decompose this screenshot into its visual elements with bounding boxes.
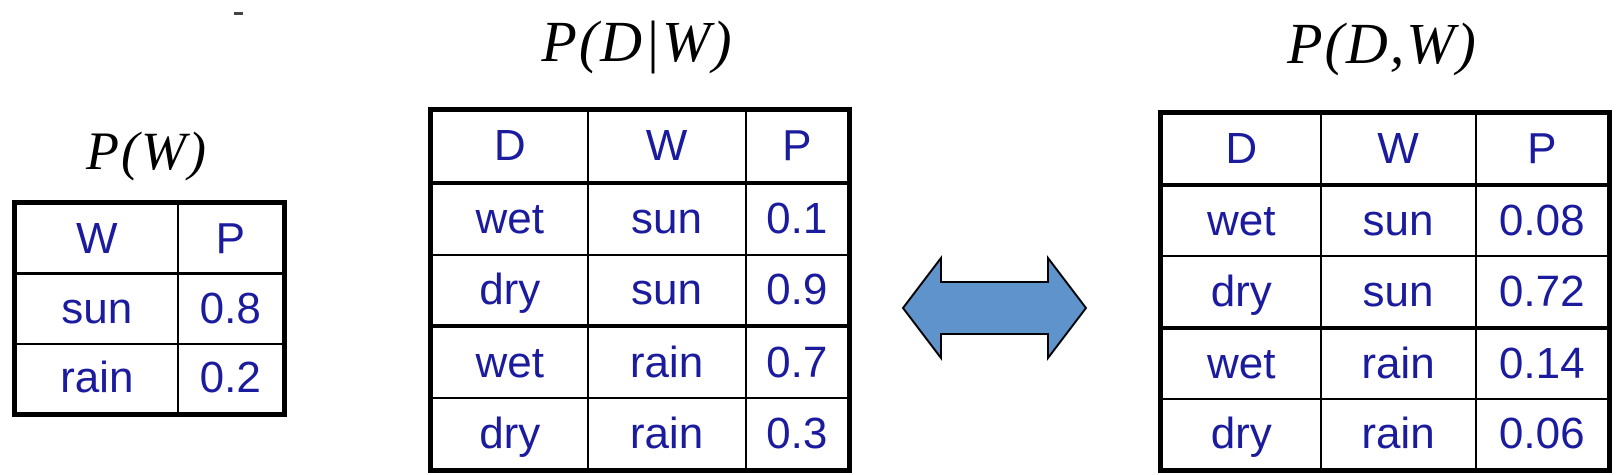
table-row: dry sun 0.9	[429, 254, 851, 328]
table-cell: wet	[429, 181, 589, 256]
dash-mark	[234, 12, 243, 15]
table-cell: 0.8	[176, 272, 286, 345]
table-row: wet sun 0.1	[429, 181, 851, 256]
table-cell: 0.7	[744, 324, 851, 400]
column-header: P	[176, 201, 286, 276]
table-cell: sun	[13, 272, 179, 345]
column-header: W	[586, 108, 747, 185]
table-cell: sun	[1319, 255, 1477, 329]
table-row: dry rain 0.3	[429, 397, 851, 472]
table-cell: rain	[1319, 398, 1477, 472]
table-row: sun 0.8	[13, 272, 286, 345]
table-cell: rain	[13, 342, 179, 416]
probability-table-pdw-conditional: D W P wet sun 0.1 dry sun 0.9 wet rain 0…	[428, 107, 852, 473]
table-title-pdw-joint: P(D,W)	[1287, 11, 1478, 76]
probability-table-pw: W P sun 0.8 rain 0.2	[12, 200, 287, 417]
table-cell: rain	[586, 324, 747, 400]
table-title-pdw-conditional: P(D|W)	[541, 9, 734, 74]
table-cell: 0.3	[744, 397, 851, 472]
probability-table-pdw-joint: D W P wet sun 0.08 dry sun 0.72 wet rain…	[1158, 110, 1612, 473]
table-header-row: D W P	[1159, 111, 1611, 188]
table-header-row: D W P	[429, 108, 851, 185]
table-row: wet sun 0.08	[1159, 184, 1611, 258]
column-header: P	[744, 108, 851, 185]
table-header-row: W P	[13, 201, 286, 276]
table-row: rain 0.2	[13, 342, 286, 416]
table-cell: sun	[586, 254, 747, 328]
table-cell: 0.2	[176, 342, 286, 416]
column-header: W	[1319, 111, 1477, 188]
table-cell: 0.14	[1474, 325, 1611, 400]
column-header: D	[429, 108, 589, 185]
table-cell: 0.1	[744, 181, 851, 256]
table-row: wet rain 0.7	[429, 324, 851, 400]
table-cell: wet	[1159, 184, 1322, 258]
table-cell: 0.72	[1474, 255, 1611, 329]
table-cell: dry	[1159, 255, 1322, 329]
column-header: D	[1159, 111, 1322, 188]
table-cell: sun	[1319, 184, 1477, 258]
table-cell: dry	[1159, 398, 1322, 472]
table-cell: wet	[429, 324, 589, 400]
table-cell: 0.9	[744, 254, 851, 328]
table-cell: dry	[429, 254, 589, 328]
table-cell: sun	[586, 181, 747, 256]
table-row: wet rain 0.14	[1159, 325, 1611, 400]
table-cell: rain	[1319, 325, 1477, 400]
table-title-pw: P(W)	[86, 121, 208, 181]
table-cell: dry	[429, 397, 589, 472]
column-header: W	[13, 201, 179, 276]
double-headed-arrow-icon	[901, 255, 1088, 361]
column-header: P	[1474, 111, 1611, 188]
table-cell: rain	[586, 397, 747, 472]
table-row: dry rain 0.06	[1159, 398, 1611, 472]
table-cell: 0.06	[1474, 398, 1611, 472]
table-cell: 0.08	[1474, 184, 1611, 258]
table-cell: wet	[1159, 325, 1322, 400]
table-row: dry sun 0.72	[1159, 255, 1611, 329]
